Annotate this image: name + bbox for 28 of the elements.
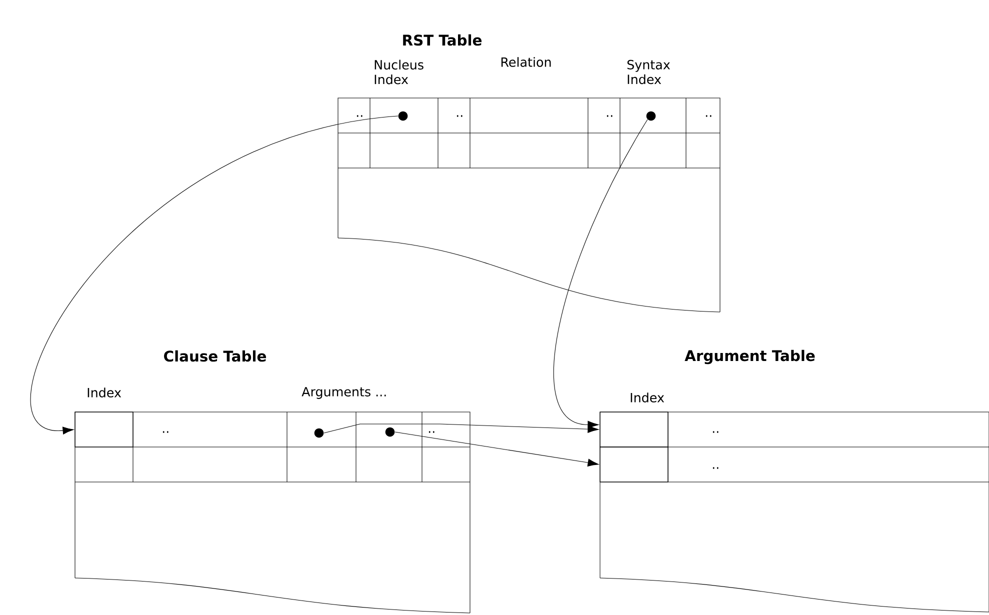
cell-text: .. bbox=[428, 431, 434, 433]
cell-text: .. bbox=[456, 115, 462, 117]
cell-text: .. bbox=[712, 431, 718, 433]
table-title: Argument Table bbox=[684, 350, 815, 364]
cell-text: .. bbox=[606, 115, 612, 117]
cell-text: .. bbox=[356, 115, 362, 117]
pointer-dot bbox=[314, 428, 324, 438]
table-cell bbox=[74, 412, 134, 448]
column-header: Index bbox=[630, 392, 664, 402]
pointer-dot bbox=[646, 111, 656, 121]
table-title: RST Table bbox=[403, 34, 482, 46]
cell-text: .. bbox=[162, 431, 168, 433]
pointer-dot bbox=[385, 427, 395, 437]
cell-text: .. bbox=[706, 115, 712, 117]
column-header: Nucleus Index bbox=[374, 60, 424, 84]
table-cell bbox=[600, 446, 668, 482]
table-title: Clause Table bbox=[164, 350, 266, 362]
column-header: Arguments ... bbox=[302, 387, 386, 399]
arrow bbox=[324, 424, 599, 434]
pointer-dot bbox=[398, 111, 408, 121]
cell-text: .. bbox=[712, 467, 718, 469]
column-header: Relation bbox=[501, 57, 551, 67]
column-header: Syntax Index bbox=[627, 60, 670, 84]
column-header: Index bbox=[88, 388, 122, 398]
arrow bbox=[394, 432, 599, 466]
arrow bbox=[31, 116, 398, 434]
arrow bbox=[554, 119, 648, 429]
table-cell bbox=[600, 412, 668, 448]
